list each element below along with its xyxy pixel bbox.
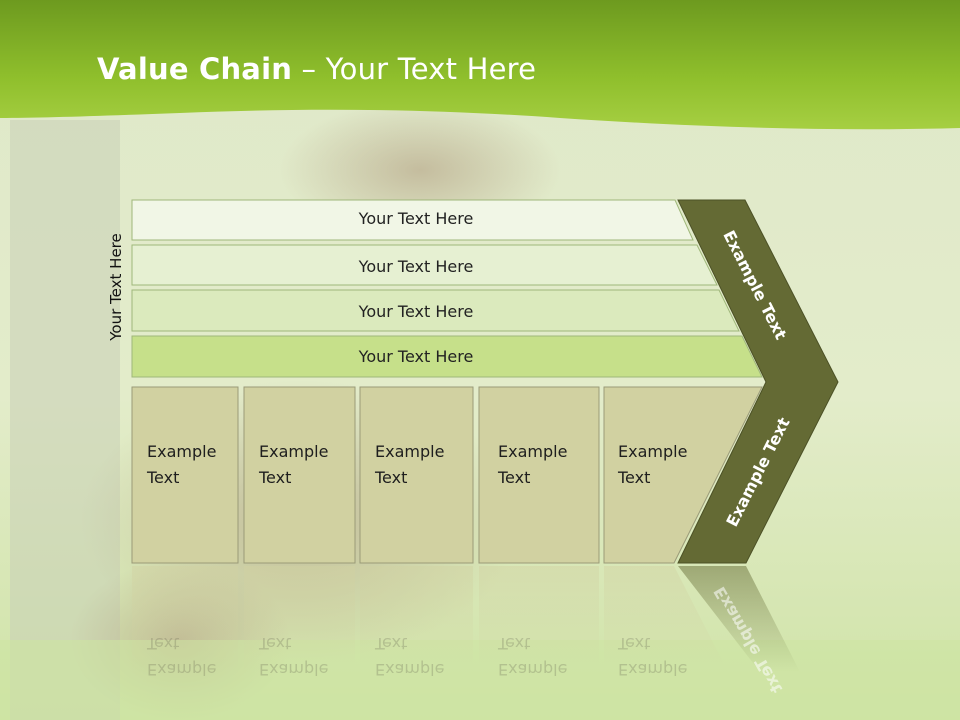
box-reflection-4 xyxy=(479,566,599,676)
row-band-1 xyxy=(131,199,694,241)
slide-title: Value Chain – Your Text Here xyxy=(97,52,536,86)
row-label-4: Your Text Here xyxy=(358,347,474,366)
title-bold: Value Chain xyxy=(97,52,293,86)
box-label-1: Example Text xyxy=(147,439,247,491)
box-reflection-5-line1: Example xyxy=(618,660,688,679)
box-label-2-line2: Text xyxy=(259,468,292,487)
side-label: Your Text Here xyxy=(107,233,125,341)
box-reflection-2-line2: Text xyxy=(259,634,292,653)
box-reflection-4-line1: Example xyxy=(498,660,568,679)
box-2 xyxy=(243,386,356,564)
box-label-5-line1: Example xyxy=(618,442,688,461)
title-rest: – Your Text Here xyxy=(292,52,537,86)
box-4 xyxy=(478,386,600,564)
row-band-2 xyxy=(131,244,718,286)
chevron-reflection xyxy=(678,566,800,672)
box-label-4-line2: Text xyxy=(498,468,531,487)
box-5 xyxy=(603,386,763,564)
box-1 xyxy=(131,386,239,564)
box-label-3-line1: Example xyxy=(375,442,445,461)
box-reflection-1 xyxy=(132,566,238,676)
box-reflection-3 xyxy=(360,566,473,676)
box-3 xyxy=(359,386,474,564)
box-reflection-2-line1: Example xyxy=(259,660,329,679)
box-label-5: Example Text xyxy=(618,439,718,491)
box-reflection-1-line1: Example xyxy=(147,660,217,679)
box-label-reflection-4: Example Text xyxy=(498,630,598,682)
box-label-reflection-5: Example Text xyxy=(618,630,718,682)
box-reflection-5-line2: Text xyxy=(618,634,651,653)
box-label-5-line2: Text xyxy=(618,468,651,487)
box-label-1-line1: Example xyxy=(147,442,217,461)
row-band-4 xyxy=(131,335,763,378)
box-reflection-3-line2: Text xyxy=(375,634,408,653)
box-label-2-line1: Example xyxy=(259,442,329,461)
box-reflection-1-line2: Text xyxy=(147,634,180,653)
row-band-3 xyxy=(131,289,740,332)
chevron-arrow xyxy=(677,199,839,564)
box-label-reflection-1: Example Text xyxy=(147,630,247,682)
row-label-2: Your Text Here xyxy=(358,257,474,276)
box-label-reflection-3: Example Text xyxy=(375,630,475,682)
box-label-4-line1: Example xyxy=(498,442,568,461)
box-label-reflection-2: Example Text xyxy=(259,630,359,682)
box-label-1-line2: Text xyxy=(147,468,180,487)
box-reflection-3-line1: Example xyxy=(375,660,445,679)
box-reflection-4-line2: Text xyxy=(498,634,531,653)
box-reflection-5 xyxy=(604,566,730,676)
box-label-3-line2: Text xyxy=(375,468,408,487)
box-label-2: Example Text xyxy=(259,439,359,491)
row-label-1: Your Text Here xyxy=(358,209,474,228)
row-label-3: Your Text Here xyxy=(358,302,474,321)
box-reflection-2 xyxy=(244,566,355,676)
box-label-4: Example Text xyxy=(498,439,598,491)
box-label-3: Example Text xyxy=(375,439,475,491)
